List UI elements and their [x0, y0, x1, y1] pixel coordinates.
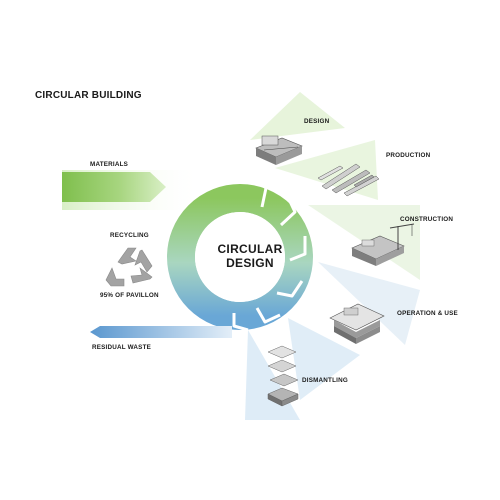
pavilion-icon	[329, 303, 385, 344]
materials-label: MATERIALS	[90, 161, 129, 168]
residual-waste-label: RESIDUAL WASTE	[92, 344, 152, 351]
ring-chevrons	[232, 174, 307, 332]
recycling-label: RECYCLING	[110, 232, 149, 239]
phase-label-design: DESIGN	[304, 118, 330, 125]
building-model-icon	[255, 135, 303, 165]
exploded-layers-icon	[267, 345, 299, 407]
residual-waste-arrow	[90, 326, 232, 338]
recycling-note: 95% OF PAVILLON	[100, 292, 159, 299]
phase-label-operation: OPERATION & USE	[397, 310, 458, 317]
materials-arrow	[62, 172, 166, 202]
phase-label-production: PRODUCTION	[386, 152, 431, 159]
phase-label-dismantling: DISMANTLING	[302, 377, 348, 384]
center-title-line1: CIRCULAR	[217, 242, 283, 256]
diagram-title: CIRCULAR BUILDING	[35, 90, 142, 101]
ring-center	[195, 212, 285, 302]
center-title-line2: DESIGN	[226, 256, 274, 270]
phase-label-construction: CONSTRUCTION	[400, 216, 454, 223]
construction-crane-icon	[351, 223, 415, 266]
recycle-icon	[105, 247, 153, 287]
steel-beams-icon	[317, 163, 380, 197]
